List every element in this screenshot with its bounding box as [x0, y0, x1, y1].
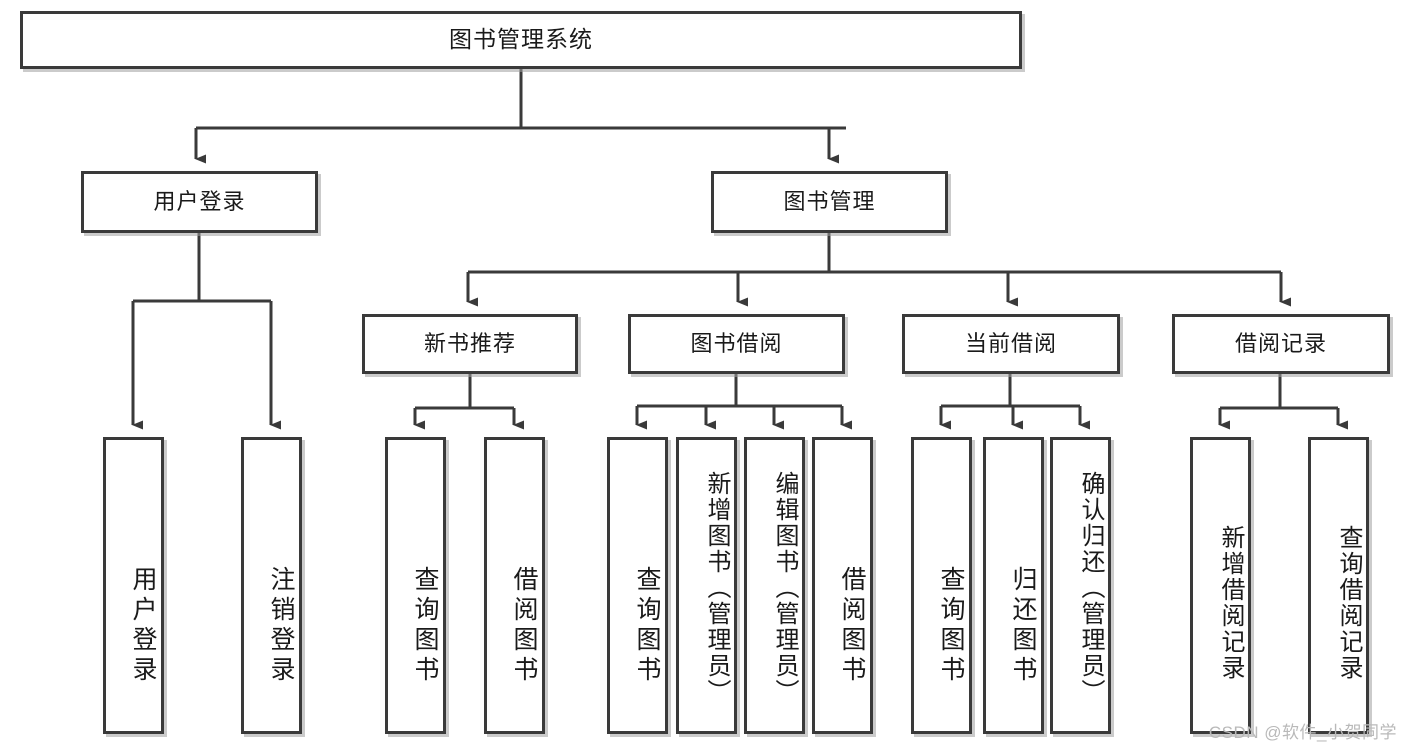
node-leaf-confirm-return-label: 确认归还（管理员）	[1077, 470, 1104, 705]
node-root[interactable]: 图书管理系统	[20, 11, 1022, 69]
node-leaf-add-book-label: 新增图书（管理员）	[703, 470, 730, 705]
node-leaf-logout[interactable]: 注销登录	[241, 437, 302, 734]
node-current-borrow-label: 当前借阅	[964, 330, 1057, 356]
node-leaf-add-record[interactable]: 新增借阅记录	[1190, 437, 1251, 734]
node-leaf-user-login[interactable]: 用户登录	[103, 437, 164, 734]
node-leaf-borrow-book-1-label: 借阅图书	[510, 565, 538, 686]
node-leaf-borrow-book-2-label: 借阅图书	[838, 565, 866, 686]
node-leaf-query-book-3[interactable]: 查询图书	[911, 437, 972, 734]
node-book-manage-label: 图书管理	[783, 188, 876, 214]
node-leaf-query-record[interactable]: 查询借阅记录	[1308, 437, 1369, 734]
node-new-book-rec[interactable]: 新书推荐	[362, 314, 578, 374]
node-leaf-edit-book-label: 编辑图书（管理员）	[771, 470, 798, 705]
node-leaf-user-login-label: 用户登录	[129, 565, 157, 686]
node-leaf-query-record-label: 查询借阅记录	[1335, 524, 1362, 681]
node-borrow-record[interactable]: 借阅记录	[1172, 314, 1390, 374]
node-leaf-borrow-book-2[interactable]: 借阅图书	[812, 437, 873, 734]
node-leaf-query-book-1-label: 查询图书	[411, 565, 439, 686]
node-user-login-label: 用户登录	[153, 188, 246, 214]
node-leaf-query-book-2-label: 查询图书	[633, 565, 661, 686]
node-leaf-add-book[interactable]: 新增图书（管理员）	[676, 437, 737, 734]
watermark: CSDN @软件_小贺同学	[1208, 723, 1397, 742]
node-new-book-rec-label: 新书推荐	[423, 330, 516, 356]
node-user-login[interactable]: 用户登录	[81, 171, 318, 233]
node-leaf-return-book[interactable]: 归还图书	[983, 437, 1044, 734]
node-leaf-borrow-book-1[interactable]: 借阅图书	[484, 437, 545, 734]
node-leaf-logout-label: 注销登录	[267, 565, 295, 686]
node-leaf-query-book-3-label: 查询图书	[937, 565, 965, 686]
node-leaf-return-book-label: 归还图书	[1009, 565, 1037, 686]
node-leaf-confirm-return[interactable]: 确认归还（管理员）	[1050, 437, 1111, 734]
node-book-borrow[interactable]: 图书借阅	[628, 314, 845, 374]
node-book-borrow-label: 图书借阅	[690, 330, 783, 356]
node-leaf-query-book-2[interactable]: 查询图书	[607, 437, 668, 734]
node-root-label: 图书管理系统	[449, 26, 593, 53]
node-leaf-add-record-label: 新增借阅记录	[1217, 524, 1244, 681]
node-borrow-record-label: 借阅记录	[1234, 330, 1327, 356]
node-book-manage[interactable]: 图书管理	[711, 171, 948, 233]
node-current-borrow[interactable]: 当前借阅	[902, 314, 1120, 374]
node-leaf-query-book-1[interactable]: 查询图书	[385, 437, 446, 734]
node-leaf-edit-book[interactable]: 编辑图书（管理员）	[744, 437, 805, 734]
